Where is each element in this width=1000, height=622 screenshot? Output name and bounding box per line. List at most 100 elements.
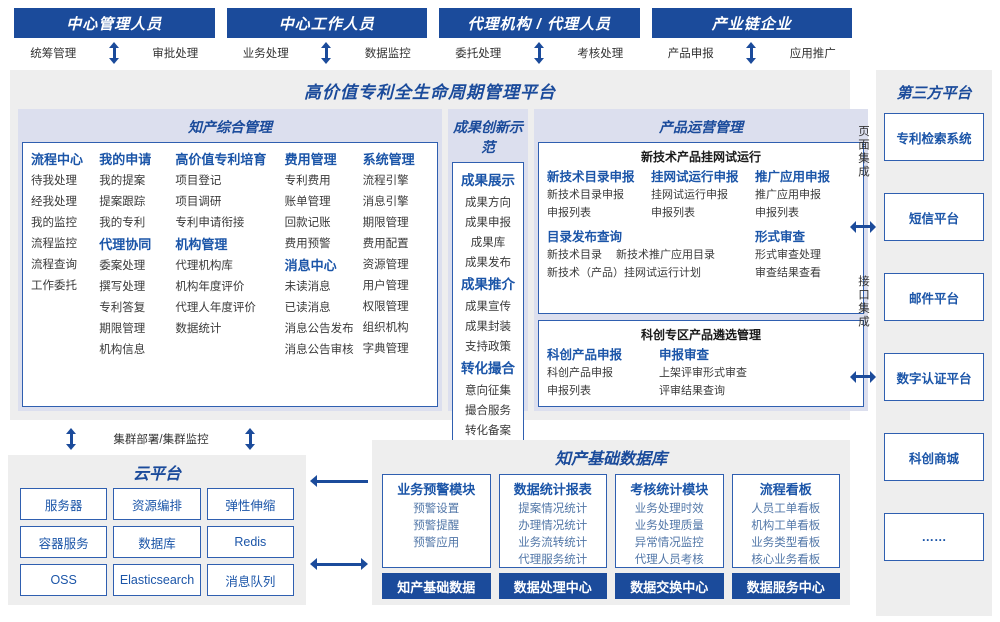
menu-item[interactable]: 申报列表 — [755, 207, 799, 219]
cloud-cell-oss[interactable]: OSS — [20, 564, 108, 596]
menu-item[interactable]: 组织机构 — [362, 322, 409, 334]
cloud-cell-orchestration[interactable]: 资源编排 — [113, 488, 201, 520]
cloud-cell-autoscaling[interactable]: 弹性伸缩 — [206, 488, 294, 520]
menu-item[interactable]: 审查结果查看 — [755, 267, 821, 279]
db-card-item[interactable]: 业务类型看板 — [751, 537, 821, 549]
menu-item[interactable]: 专利费用 — [284, 175, 331, 187]
menu-item[interactable]: 流程监控 — [31, 238, 77, 250]
menu-head-mulu-fabu-chaxun[interactable]: 目录发布查询 — [547, 230, 623, 244]
menu-item[interactable]: 科创产品申报 — [547, 367, 613, 379]
menu-item[interactable]: 意向征集 — [465, 385, 511, 397]
menu-item[interactable]: 成果方向 — [465, 197, 511, 209]
menu-item[interactable]: 期限管理 — [99, 323, 146, 335]
menu-item[interactable]: 待我处理 — [31, 175, 77, 187]
menu-item[interactable]: 工作委托 — [31, 280, 77, 292]
menu-head-xitong-guanli[interactable]: 系统管理 — [362, 152, 415, 167]
menu-item[interactable]: 项目调研 — [175, 196, 222, 208]
db-card-item[interactable]: 预警应用 — [413, 537, 460, 549]
menu-item[interactable]: 已读消息 — [284, 302, 331, 314]
menu-item[interactable]: 专利答复 — [99, 302, 146, 314]
role-box-center-staff[interactable]: 中心工作人员 — [226, 8, 427, 38]
menu-item[interactable]: 提案跟踪 — [99, 196, 146, 208]
db-card-item[interactable]: 异常情况监控 — [634, 537, 704, 549]
menu-item[interactable]: 新技术推广应用目录 — [616, 249, 715, 261]
menu-item[interactable]: 申报列表 — [547, 385, 591, 397]
cloud-cell-elasticsearch[interactable]: Elasticsearch — [113, 564, 201, 596]
menu-item[interactable]: 用户管理 — [362, 280, 409, 292]
menu-item[interactable]: 新技术目录 — [547, 249, 602, 261]
menu-item[interactable]: 权限管理 — [362, 301, 409, 313]
menu-item[interactable]: 新技术目录申报 — [547, 189, 624, 201]
third-party-item-patent-search[interactable]: 专利检索系统 — [884, 113, 984, 161]
cloud-cell-container[interactable]: 容器服务 — [20, 526, 108, 558]
menu-item[interactable]: 流程查询 — [31, 259, 77, 271]
db-card-item[interactable]: 机构工单看板 — [751, 520, 821, 532]
cloud-cell-redis[interactable]: Redis — [206, 526, 294, 558]
menu-head-gaojiazhi-peiyu[interactable]: 高价值专利培育 — [175, 152, 267, 167]
menu-head-xingshi-shencha[interactable]: 形式审查 — [755, 230, 806, 244]
menu-head-jigou-guanli[interactable]: 机构管理 — [175, 237, 228, 252]
third-party-item-more[interactable]: …… — [884, 513, 984, 561]
menu-head-liucheng-zhongxin[interactable]: 流程中心 — [31, 152, 84, 167]
menu-head-daili-xietong[interactable]: 代理协同 — [99, 237, 152, 252]
menu-item[interactable]: 撮合服务 — [465, 405, 511, 417]
db-card-item[interactable]: 预警提醒 — [413, 520, 460, 532]
db-bar-processing-center[interactable]: 数据处理中心 — [498, 573, 607, 599]
menu-item[interactable]: 费用配置 — [362, 238, 409, 250]
third-party-item-digital-cert[interactable]: 数字认证平台 — [884, 353, 984, 401]
menu-head-zhuanhua-cuohe[interactable]: 转化撮合 — [461, 361, 515, 376]
db-card-item[interactable]: 人员工单看板 — [751, 503, 821, 515]
menu-item[interactable]: 成果封装 — [465, 321, 511, 333]
cloud-cell-server[interactable]: 服务器 — [20, 488, 108, 520]
cloud-cell-mq[interactable]: 消息队列 — [206, 564, 294, 596]
menu-item[interactable]: 我的提案 — [99, 175, 146, 187]
db-card-item[interactable]: 提案情况统计 — [518, 503, 588, 515]
menu-item[interactable]: 代理人年度评价 — [175, 302, 256, 314]
menu-item[interactable]: 消息公告发布 — [284, 323, 354, 335]
menu-item[interactable]: 项目登记 — [175, 175, 222, 187]
menu-item[interactable]: 未读消息 — [284, 281, 331, 293]
role-box-center-admin[interactable]: 中心管理人员 — [14, 8, 215, 38]
menu-item[interactable]: 支持政策 — [465, 341, 511, 353]
menu-item[interactable]: 挂网试运行申报 — [651, 189, 728, 201]
db-bar-service-center[interactable]: 数据服务中心 — [731, 573, 840, 599]
db-card-item[interactable]: 代理人员考核 — [634, 554, 704, 566]
menu-item[interactable]: 费用预警 — [284, 238, 331, 250]
menu-item[interactable]: 数据统计 — [175, 323, 222, 335]
menu-item[interactable]: 撰写处理 — [99, 281, 146, 293]
menu-item[interactable]: 资源管理 — [362, 259, 409, 271]
menu-item[interactable]: 消息公告审核 — [284, 344, 354, 356]
menu-item[interactable]: 成果发布 — [465, 257, 511, 269]
menu-item[interactable]: 经我处理 — [31, 196, 77, 208]
db-card-item[interactable]: 业务处理时效 — [634, 503, 704, 515]
menu-head-chengguo-zhanshi[interactable]: 成果展示 — [461, 173, 515, 188]
menu-item[interactable]: 申报列表 — [651, 207, 695, 219]
menu-item[interactable]: 成果库 — [470, 237, 506, 249]
menu-item[interactable]: 推广应用申报 — [755, 189, 821, 201]
menu-head-feiyong-guanli[interactable]: 费用管理 — [284, 152, 337, 167]
db-card-item[interactable]: 业务处理质量 — [634, 520, 704, 532]
menu-item[interactable]: 代理机构库 — [175, 260, 233, 272]
db-card-item[interactable]: 办理情况统计 — [518, 520, 588, 532]
db-card-item[interactable]: 业务流转统计 — [518, 537, 588, 549]
menu-item[interactable]: 我的专利 — [99, 217, 146, 229]
db-bar-exchange-center[interactable]: 数据交换中心 — [615, 573, 724, 599]
menu-item[interactable]: 转化备案 — [465, 425, 511, 437]
menu-head-xinjishu-mulu-shenbao[interactable]: 新技术目录申报 — [547, 170, 635, 184]
menu-item[interactable]: 评审结果查询 — [659, 385, 725, 397]
menu-item[interactable]: 回款记账 — [284, 217, 331, 229]
menu-item[interactable]: 机构信息 — [99, 344, 146, 356]
menu-item[interactable]: 流程引擎 — [362, 175, 409, 187]
menu-item[interactable]: 消息引擎 — [362, 196, 409, 208]
menu-head-tuiguang-yingyong-shenbao[interactable]: 推广应用申报 — [755, 170, 831, 184]
menu-head-guawang-shiyunxing-shenbao[interactable]: 挂网试运行申报 — [651, 170, 739, 184]
menu-item[interactable]: 新技术（产品）挂网试运行计划 — [547, 267, 701, 279]
menu-head-chengguo-tuijie[interactable]: 成果推介 — [461, 277, 515, 292]
menu-item[interactable]: 形式审查处理 — [755, 249, 821, 261]
menu-head-shenbao-shencha[interactable]: 申报审查 — [659, 348, 710, 362]
menu-item[interactable]: 账单管理 — [284, 196, 331, 208]
db-card-item[interactable]: 预警设置 — [413, 503, 460, 515]
menu-head-xiaoxi-zhongxin[interactable]: 消息中心 — [284, 258, 337, 273]
role-box-agency[interactable]: 代理机构 / 代理人员 — [439, 8, 640, 38]
menu-item[interactable]: 申报列表 — [547, 207, 591, 219]
